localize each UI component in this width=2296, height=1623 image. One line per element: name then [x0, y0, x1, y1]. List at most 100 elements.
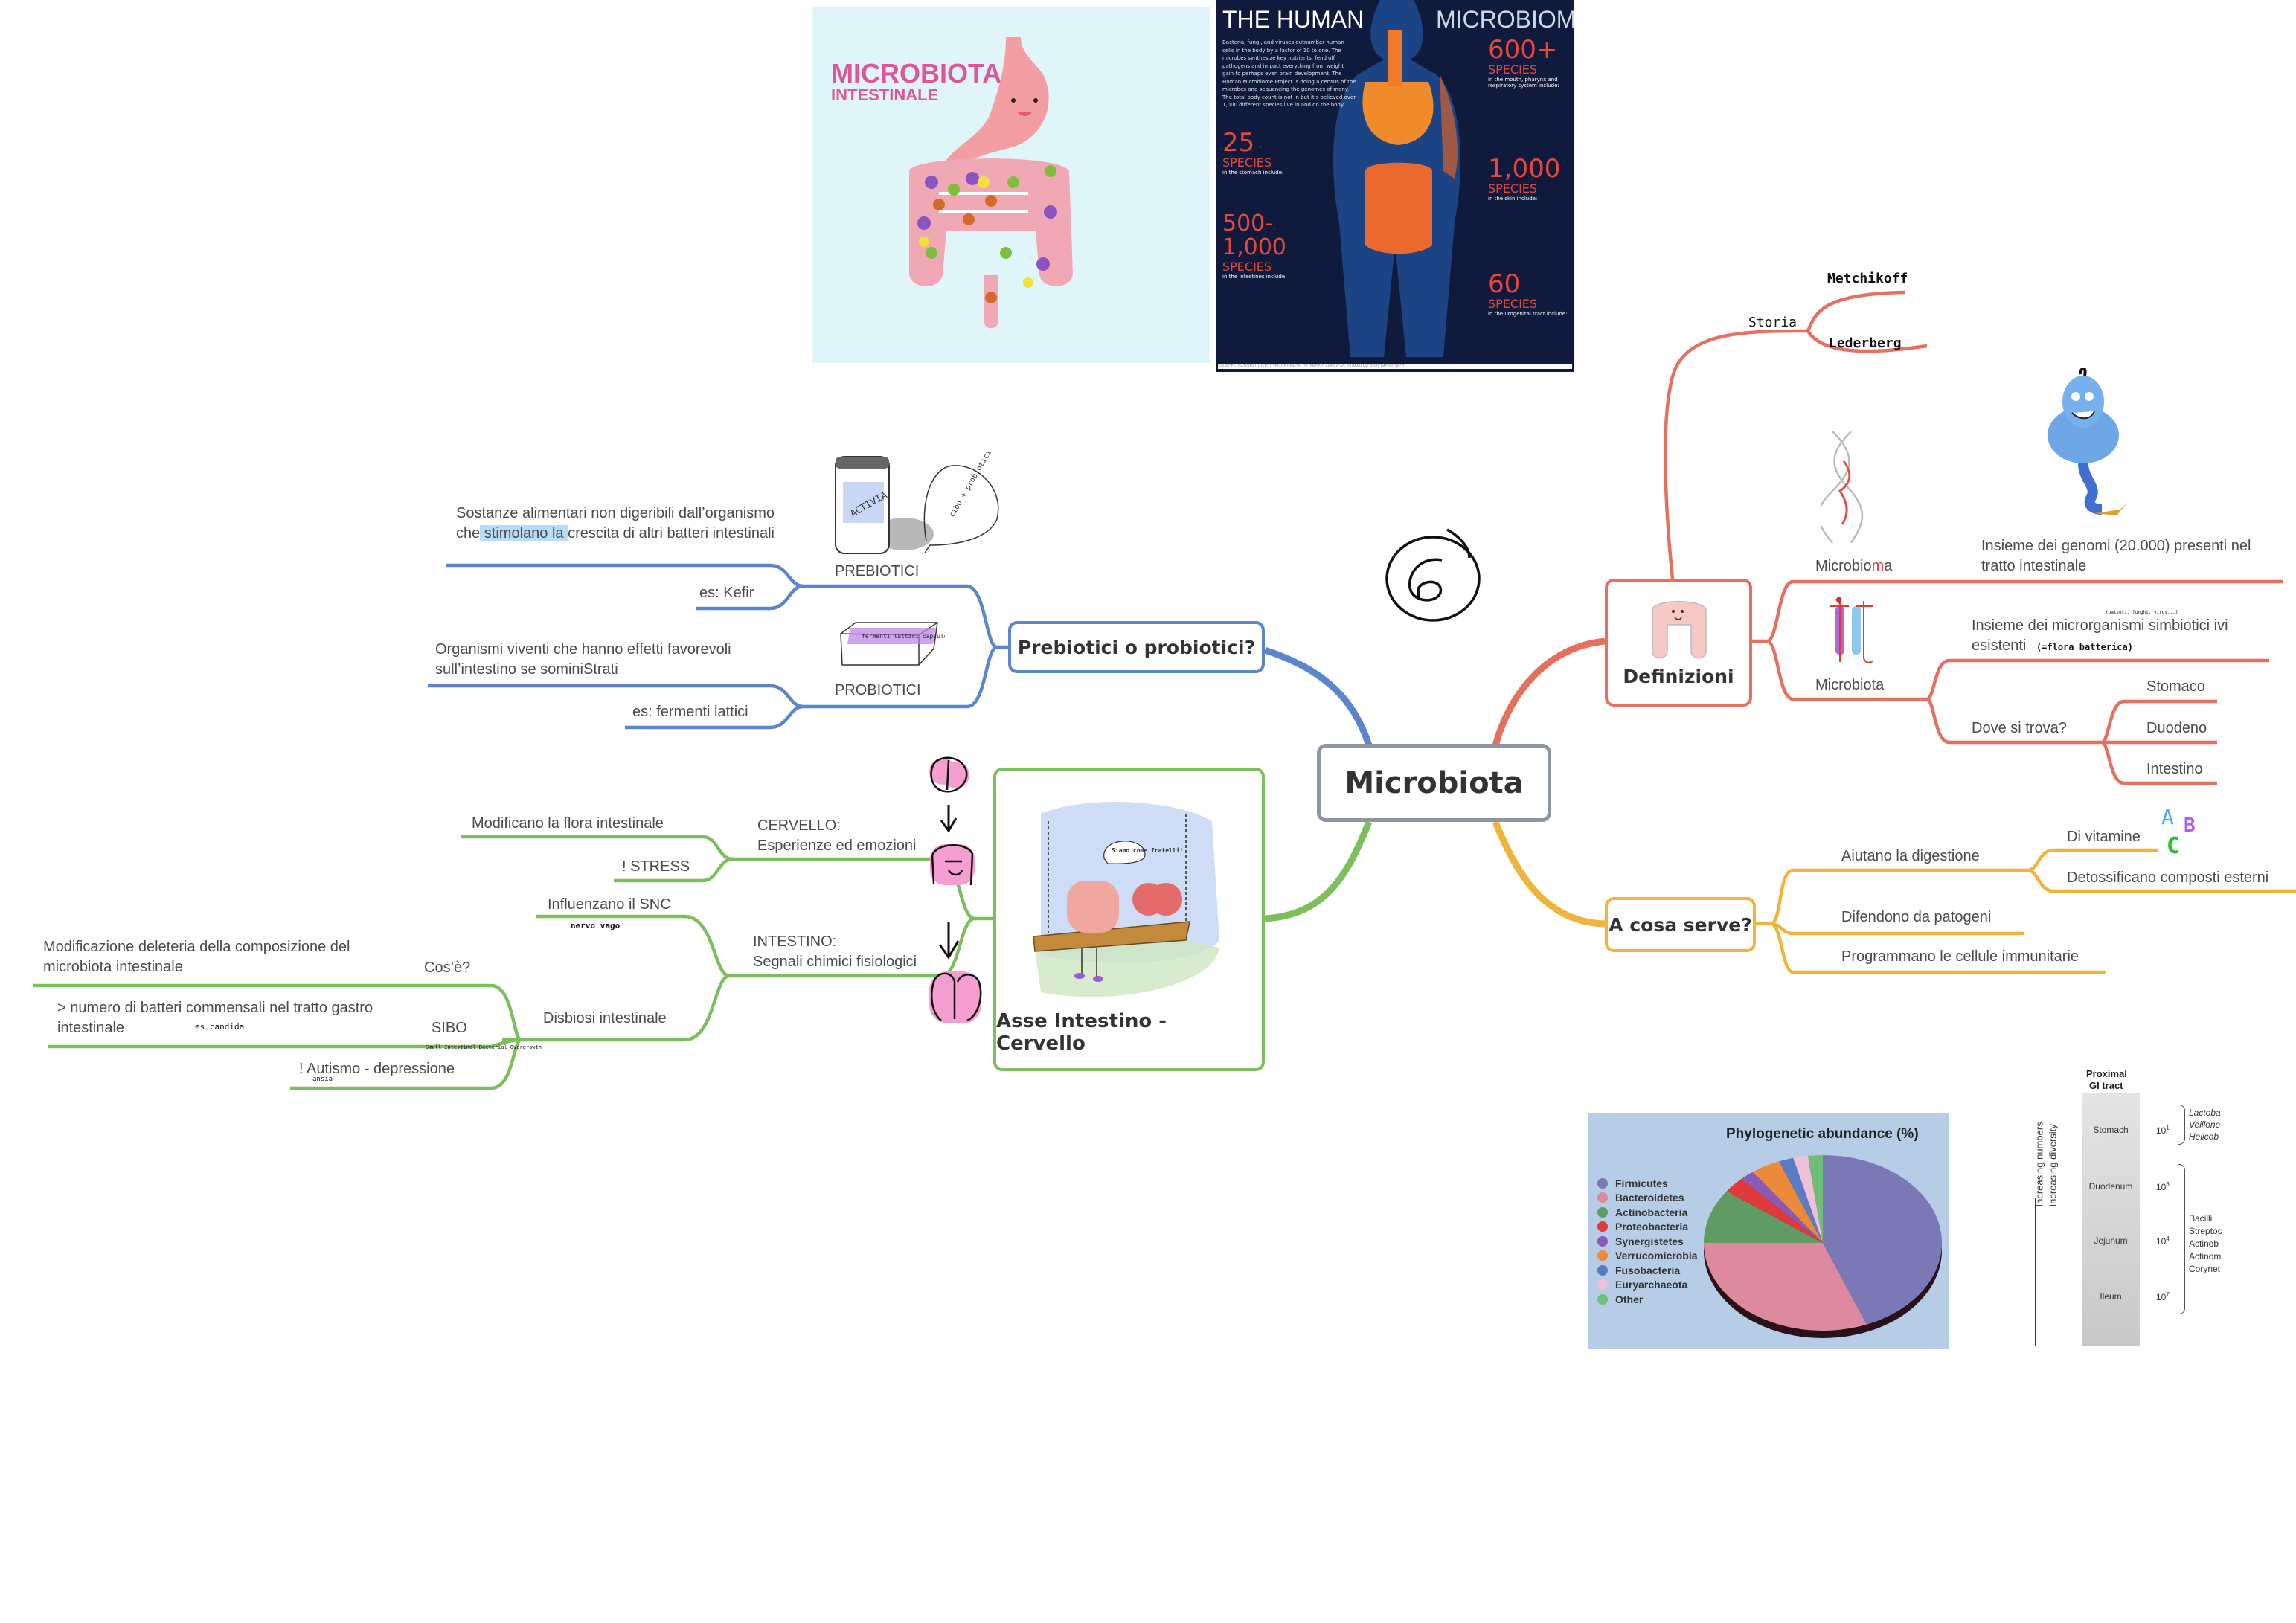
stat-number: 500-1,000 — [1222, 210, 1286, 260]
stat-where: in the mouth, pharynx and respiratory sy… — [1488, 77, 1559, 89]
purpose-node[interactable]: A cosa serve? — [1605, 897, 1756, 952]
pie-chart-plot — [1704, 1155, 1942, 1338]
gi-segment-count-exp: 1 — [2166, 1125, 2170, 1131]
stat-number: 25 — [1222, 128, 1255, 158]
intestine-icon — [1645, 595, 1712, 662]
microbiota-supernote: (batteri, funghi, virus...) — [2106, 610, 2178, 615]
microbiota-label: Microbiota — [1815, 675, 1884, 695]
speech-note: cibo + probiotici! — [948, 452, 995, 518]
legend-label: Verrucomicrobia — [1615, 1250, 1698, 1262]
gi-taxon: Veillone — [2189, 1119, 2221, 1130]
purpose-immunitarie: Programmano le cellule immunitarie — [1841, 948, 2079, 965]
gi-segment-name: Jejunum — [2094, 1235, 2128, 1246]
probiotici-label: PROBIOTICI — [835, 682, 921, 698]
pie-slice-fusobacteria — [1779, 1157, 1823, 1243]
central-node-label: Microbiota — [1344, 765, 1524, 800]
gi-tract-figure: Proximal GI tract Increasing numbers Inc… — [2024, 1056, 2296, 1369]
purpose-patogeni: Difendono da patogeni — [1841, 909, 1992, 925]
sibo-example-note: es candida — [195, 1022, 245, 1032]
cervello-label-2: Esperienze ed emozioni — [757, 838, 917, 854]
stat-stomach: 25 SPECIES in the stomach include: — [1222, 130, 1304, 176]
legend-label: Actinobacteria — [1615, 1206, 1688, 1218]
gi-header-1: Proximal — [2086, 1068, 2127, 1079]
vitamin-letter-b: B — [2184, 814, 2196, 837]
purpose-detox: Detossificano composti esterni — [2067, 870, 2269, 886]
circled-number-annotation — [1385, 528, 1481, 622]
probiotici-definition: Organismi viventi che hanno effetti favo… — [435, 641, 731, 678]
stat-intestines: 500-1,000 SPECIES in the intestines incl… — [1222, 212, 1304, 280]
sibo-label: SIBO — [432, 1020, 467, 1036]
prebiotici-definition-text-end: crescita di altri batteri intestinali — [568, 525, 775, 541]
legend-swatch — [1597, 1264, 1608, 1276]
gi-segment-count: 107 — [2156, 1291, 2170, 1302]
gi-segment-count-exp: 4 — [2166, 1235, 2170, 1242]
gi-segment-count-exp: 7 — [2166, 1291, 2170, 1298]
gi-stomach-taxa: Lactoba Veillone Helicob — [2189, 1107, 2221, 1142]
where-duodeno: Duodeno — [2146, 720, 2207, 736]
stat-unit: SPECIES — [1222, 155, 1272, 170]
brain-drawing-top — [926, 753, 971, 797]
gi-taxon: Actinom — [2189, 1251, 2222, 1262]
cervello-child-stress: ! STRESS — [622, 858, 690, 875]
stat-where: in the stomach include: — [1222, 170, 1284, 176]
box-label: fermenti lattici capsule vivente — [862, 633, 945, 640]
purpose-digestione: Aiutano la digestione — [1841, 848, 1980, 864]
gutbrain-node-label: Asse Intestino - Cervello — [996, 1010, 1167, 1055]
infographic-title-left: THE HUMAN — [1222, 6, 1365, 33]
prebiotics-node-label: Prebiotici o probiotici? — [1017, 636, 1256, 658]
sibo-note: Small Intestinal Bacterial Overgrowth — [426, 1044, 542, 1050]
stat-unit: SPECIES — [1222, 260, 1272, 274]
legend-swatch — [1597, 1221, 1608, 1232]
pie-slice-actinobacteria — [1704, 1191, 1823, 1243]
connector-central-purpose — [1492, 820, 1606, 928]
stat-unit: SPECIES — [1488, 297, 1538, 311]
central-node[interactable]: Microbiota — [1317, 744, 1551, 822]
gi-segment-name: Ileum — [2100, 1291, 2122, 1302]
arrow-down-icon — [938, 922, 960, 960]
gut-drawing-bottom — [926, 967, 986, 1026]
legend-item: Synergistetes — [1597, 1234, 1698, 1249]
definitions-node[interactable]: Definizioni — [1605, 579, 1752, 707]
microbioma-label-prefix: Microbio — [1815, 558, 1872, 574]
stat-number: 600+ — [1488, 35, 1558, 65]
dna-drawing — [1818, 431, 1866, 544]
sibo-text: > numero di batteri commensali nel tratt… — [57, 1000, 373, 1036]
infographic-title-right: MICROBIOME — [1436, 6, 1574, 33]
storia-lederberg: Lederberg — [1829, 335, 1902, 351]
stat-number: 1,000 — [1488, 154, 1561, 184]
nervo-vago-note: nervo vago — [571, 921, 621, 931]
legend-label: Euryarchaeota — [1615, 1279, 1688, 1291]
stat-where: in the skin include: — [1488, 196, 1538, 202]
flora-batterica-note: (=flora batterica) — [2036, 642, 2133, 652]
pie-slice-proteobacteria — [1726, 1178, 1823, 1243]
prebiotici-definition: Sostanze alimentari non digeribili dall’… — [456, 504, 776, 544]
legend-label: Bacteroidetes — [1615, 1192, 1684, 1204]
connector-central-prebiotics — [1263, 646, 1373, 747]
cose-label: Cos’è? — [424, 960, 471, 976]
pie-slice-firmicutes — [1823, 1155, 1942, 1325]
prebiotici-definition-text: Sostanze alimentari non digeribili dall’… — [456, 505, 775, 541]
ansia-note: ansia — [312, 1076, 333, 1083]
legend-swatch — [1597, 1177, 1608, 1189]
purpose-node-label: A cosa serve? — [1609, 913, 1752, 936]
gutbrain-node[interactable]: Siamo come fratelli! Asse Intestino - Ce… — [993, 768, 1265, 1071]
gi-segment-count-exp: 3 — [2166, 1181, 2170, 1188]
vitamin-letter-a: A — [2161, 805, 2174, 829]
stat-urogenital: 60 SPECIES in the urogenital tract inclu… — [1488, 271, 1570, 317]
connector-central-definitions — [1492, 637, 1606, 747]
probiotic-box-drawing: fermenti lattici capsule vivente — [833, 619, 976, 671]
microbioma-label-suffix: a — [1884, 558, 1893, 574]
pie-slice-bacteroidetes — [1704, 1243, 1867, 1331]
microbiota-text-2-main: esistenti — [1972, 637, 2027, 654]
legend-item: Proteobacteria — [1597, 1220, 1698, 1235]
gi-axis-label-2: Increasing diversity — [2047, 1124, 2059, 1207]
activia-jar-drawing: ACTIVIA cibo + probiotici! — [830, 445, 1008, 556]
prebiotics-node[interactable]: Prebiotici o probiotici? — [1008, 621, 1265, 673]
where-stomaco: Stomaco — [2146, 678, 2205, 695]
legend-label: Proteobacteria — [1615, 1221, 1689, 1233]
storia-label: Storia — [1748, 315, 1798, 330]
storia-metchikoff: Metchikoff — [1827, 271, 1908, 286]
human-body-illustration — [1333, 0, 1460, 357]
